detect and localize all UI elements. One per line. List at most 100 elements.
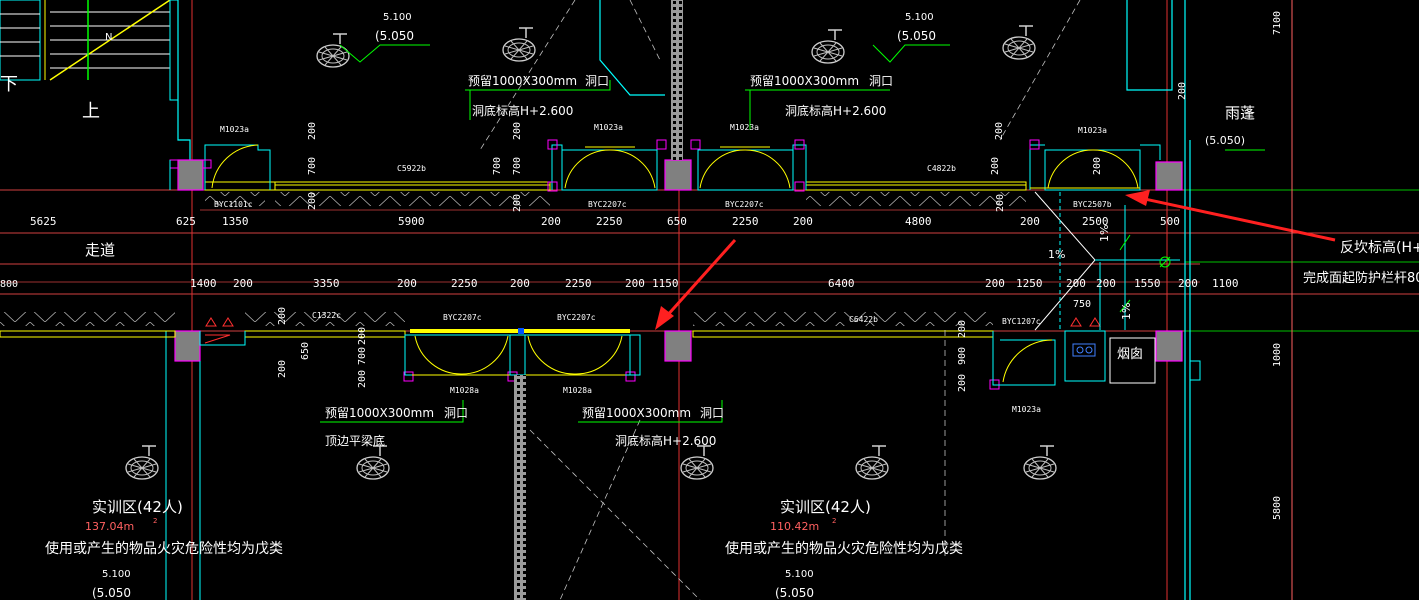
elevation-b-paren: (5.050 [897,29,936,43]
dim-text: 5900 [398,215,425,228]
slope-2: 1% [1098,225,1111,242]
door-tag: M1023a [730,123,759,132]
dim-text: 2250 [451,277,478,290]
elevation-a: 5.100 [383,12,412,23]
dim-text: 200 [1092,157,1103,175]
dim-text: 6400 [828,277,855,290]
grid-axes [191,0,1168,600]
elevation-b: 5.100 [905,12,934,23]
dim-text: 200 [995,194,1006,212]
dim-text: 1350 [222,215,249,228]
room-b-area: 110.42m [770,520,819,533]
dim-text: 200 [957,374,968,392]
dim-text: 650 [667,215,687,228]
flue-label: 烟囱 [1117,347,1143,362]
window-tag: BYC2207c [588,200,627,209]
dim-text: 200 [1178,277,1198,290]
arrow-annotation [655,190,1336,330]
dim-text: 200 [510,277,530,290]
dim-text: 200 [1066,277,1086,290]
dim-text: 1000 [1272,343,1283,367]
dim-text: 200 [1020,215,1040,228]
dim-text: 900 [957,347,968,365]
canopy-elevation: (5.050) [1205,134,1245,147]
dims-top: 5625 625 1350 5900 200 2250 650 2250 200… [30,215,1180,228]
flush-beam-label: 顶边平梁底 [325,433,385,448]
sill-elevation-2: 洞底标高H+2.600 [785,103,886,118]
dim-text: 200 [307,192,318,210]
dim-text: 1400 [190,277,217,290]
reserve-opening-2: 预留1000X300mm [750,74,859,88]
dim-text: 200 [277,307,288,325]
dim-text: 200 [233,277,253,290]
dim-text: 800 [0,279,18,290]
dim-text: 1550 [1134,277,1161,290]
fan-icon [680,445,714,480]
window-tag: BYC1101c [214,200,253,209]
hole-label-4: 洞口 [700,406,724,420]
leader-lines [320,44,1265,423]
door-tag: M1023a [220,125,249,134]
door-window-tags: M1023a M1023a M1023a M1023a M1028a M1028… [214,123,1112,414]
room-a-name: 实训区(42人) [92,498,183,516]
window-tag: C6422b [849,315,878,324]
window-tag: BYC2207c [725,200,764,209]
dim-text: 500 [1160,215,1180,228]
room-a-hazard: 使用或产生的物品火灾危险性均为戊类 [45,540,283,557]
annotation-text: 5.100 (5.050 5.100 (5.050 预留1000X300mm 洞… [45,12,1419,600]
room-b-area-unit: 2 [832,517,836,525]
stair-upper-left: N 下 上 [0,0,179,122]
door-tag: M1023a [1012,405,1041,414]
dim-text: 2250 [596,215,623,228]
dim-text: 700 [512,157,523,175]
dim-text: 2250 [565,277,592,290]
reserve-opening-1: 预留1000X300mm [468,74,577,88]
window-tag: BYC2207c [443,313,482,322]
room-b-elevation-paren: (5.050 [775,586,814,600]
dim-text: 650 [300,342,311,360]
door-tag: M1023a [594,123,623,132]
window-tag: C5922b [397,164,426,173]
dim-text: 200 [512,194,523,212]
dim-text: 750 [1073,299,1091,310]
dims-misc: 200 700 200 700 200 700 200 200 200 200 … [0,11,1283,520]
shaft-lower [514,375,526,600]
dim-text: 1150 [652,277,679,290]
dim-text: 200 [277,360,288,378]
hidden-lines [479,0,1081,600]
hole-label-3: 洞口 [444,406,468,420]
hole-label-2: 洞口 [869,74,893,88]
window-tag: C1322c [312,311,341,320]
reserve-opening-3: 预留1000X300mm [325,406,434,420]
dim-text: 200 [985,277,1005,290]
fan-icon [356,445,390,480]
fan-icon [1023,445,1057,480]
room-a-area-unit: 2 [153,517,157,525]
columns [174,159,1183,362]
sill-elevation-1: 洞底标高H+2.600 [472,103,573,118]
door-tag: M1028a [450,386,479,395]
walls-upper [177,0,1191,600]
room-b-elevation: 5.100 [785,569,814,580]
dim-text: 200 [1177,82,1188,100]
north-mark: N [105,32,112,43]
stair-up-label: 上 [82,101,100,122]
dim-text: 1100 [1212,277,1239,290]
dim-text: 200 [357,327,368,345]
dim-text: 4800 [905,215,932,228]
slope-1: 1% [1048,248,1065,261]
fan-icon [316,33,350,68]
hole-label-1: 洞口 [585,74,609,88]
fan-icon [1002,25,1036,60]
fan-icon [855,445,889,480]
door-tag: M1028a [563,386,592,395]
dim-text: 1250 [1016,277,1043,290]
dim-text: 200 [990,157,1001,175]
upper-wall-band [204,144,1161,206]
dim-text: 200 [397,277,417,290]
dims-bottom: 1400 200 3350 200 2250 200 2250 200 1150… [190,277,1239,290]
window-tag: BYC2207c [557,313,596,322]
landing-area [1034,191,1180,331]
